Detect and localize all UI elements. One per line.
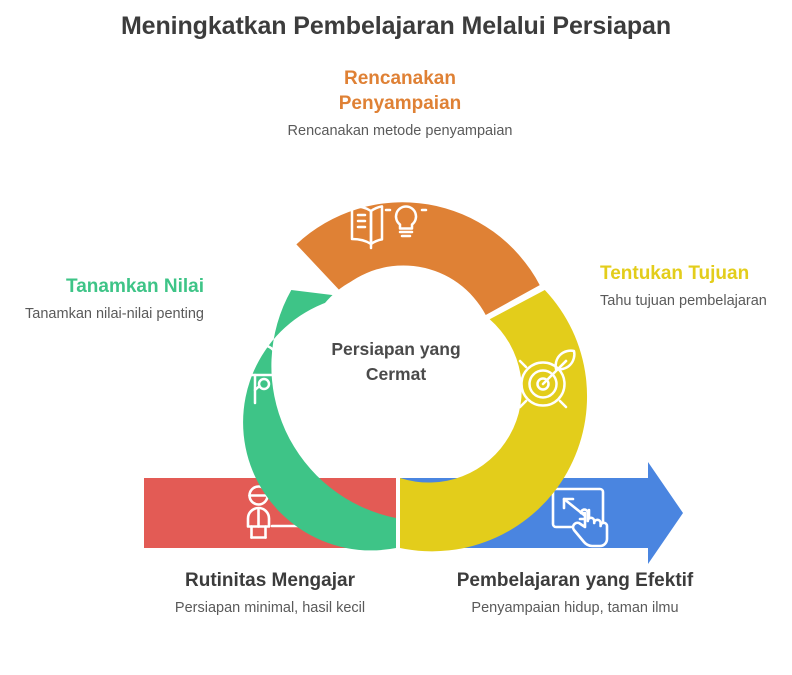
callout-values-description: Tanamkan nilai-nilai penting (25, 306, 204, 322)
target-arrow-icon (518, 349, 576, 409)
callout-plan[interactable]: Rencanakan Penyampaian Rencanakan metode… (286, 66, 514, 142)
segment-plan-arc[interactable] (296, 202, 540, 316)
callout-routine-title: Rutinitas Mengajar (185, 570, 355, 591)
segment-goals-arc[interactable] (400, 290, 588, 552)
callout-routine-description: Persiapan minimal, hasil kecil (174, 600, 366, 616)
callout-values-title: Tanamkan Nilai (66, 276, 204, 297)
callout-effective[interactable]: Pembelajaran yang Efektif Penyampaian hi… (455, 568, 695, 619)
callout-goals[interactable]: Tentukan Tujuan Tahu tujuan pembelajaran (600, 261, 786, 312)
callout-goals-title: Tentukan Tujuan (600, 263, 750, 284)
tree-icon (234, 343, 288, 405)
callout-values[interactable]: Tanamkan Nilai Tanamkan nilai-nilai pent… (14, 274, 204, 325)
book-lightbulb-icon (350, 189, 428, 250)
callout-plan-title: Rencanakan Penyampaian (338, 68, 462, 114)
callout-routine[interactable]: Rutinitas Mengajar Persiapan minimal, ha… (160, 568, 380, 619)
callout-effective-title: Pembelajaran yang Efektif (456, 570, 694, 591)
callout-effective-description: Penyampaian hidup, taman ilmu (471, 600, 679, 616)
segment-values-arc[interactable] (243, 290, 396, 551)
donut-ring (243, 202, 588, 552)
callout-plan-description: Rencanakan metode penyampaian (287, 123, 513, 139)
callout-goals-description: Tahu tujuan pembelajaran (600, 293, 767, 309)
hub-label: Persiapan yang Cermat (331, 339, 461, 384)
donut-hub (303, 270, 489, 456)
page-title: Meningkatkan Pembelajaran Melalui Persia… (120, 12, 672, 40)
